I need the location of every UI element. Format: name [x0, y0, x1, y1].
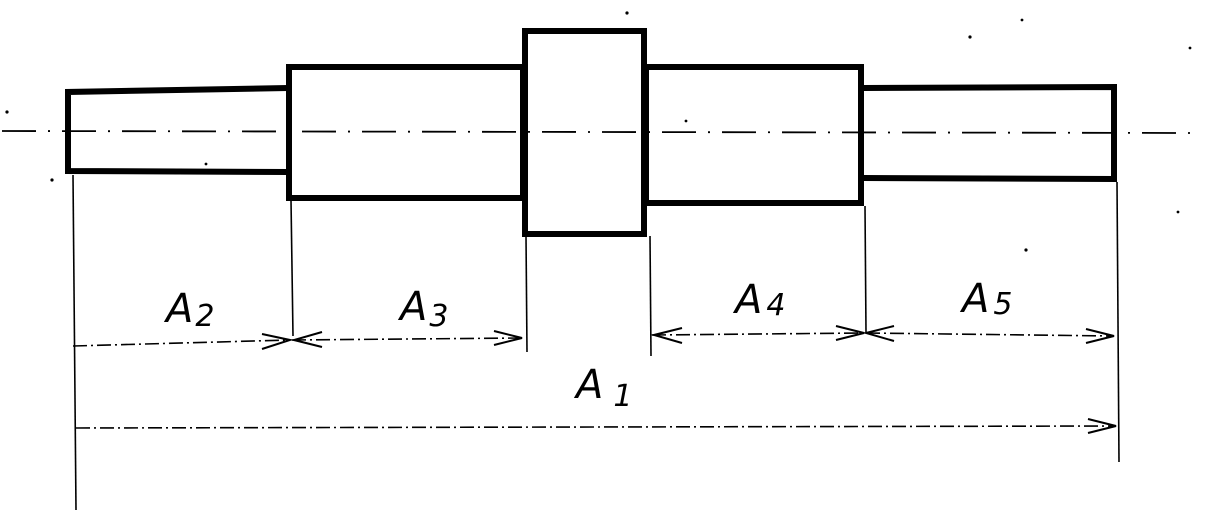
extension-line-4 [649, 235, 652, 357]
extension-line-2 [290, 199, 294, 337]
speck [625, 11, 629, 15]
center-axis-line [1, 130, 1199, 134]
speck [5, 110, 9, 114]
dimension-line-a3 [291, 337, 523, 341]
arrowhead-a5-start [862, 325, 895, 342]
extension-lines [72, 174, 1120, 511]
speck [684, 119, 688, 123]
shaft-step-5 [862, 83, 1117, 183]
scan-specks [5, 11, 1192, 252]
arrowhead-a3-end [493, 330, 523, 346]
dimension-line-a5 [865, 332, 1115, 337]
speck [1176, 210, 1180, 214]
speck [968, 35, 972, 39]
shaft-step-4 [643, 64, 864, 206]
dimension-line-a1 [75, 425, 1117, 429]
dimension-line-a2 [72, 339, 291, 347]
arrowhead-a2-end [261, 333, 294, 350]
dimension-lines [72, 332, 1117, 429]
speck [1188, 46, 1192, 50]
extension-line-3 [525, 235, 528, 353]
speck [50, 178, 54, 182]
shaft-step-1 [65, 85, 289, 175]
arrowhead-a3-start [290, 331, 323, 348]
speck [204, 162, 208, 166]
extension-line-5 [864, 205, 867, 333]
speck [1024, 248, 1028, 252]
arrowheads [261, 325, 1117, 434]
dimension-line-a4 [651, 332, 865, 336]
arrowhead-a5-end [1085, 328, 1115, 344]
arrowhead-a1-end [1087, 418, 1117, 434]
extension-line-left [72, 174, 77, 511]
extension-line-right [1116, 181, 1120, 463]
arrowhead-a4-start [650, 327, 683, 344]
shaft-outline [65, 28, 1117, 237]
label-a2: A2 [163, 286, 214, 334]
speck [1020, 18, 1024, 22]
label-a3: A3 [397, 284, 448, 334]
